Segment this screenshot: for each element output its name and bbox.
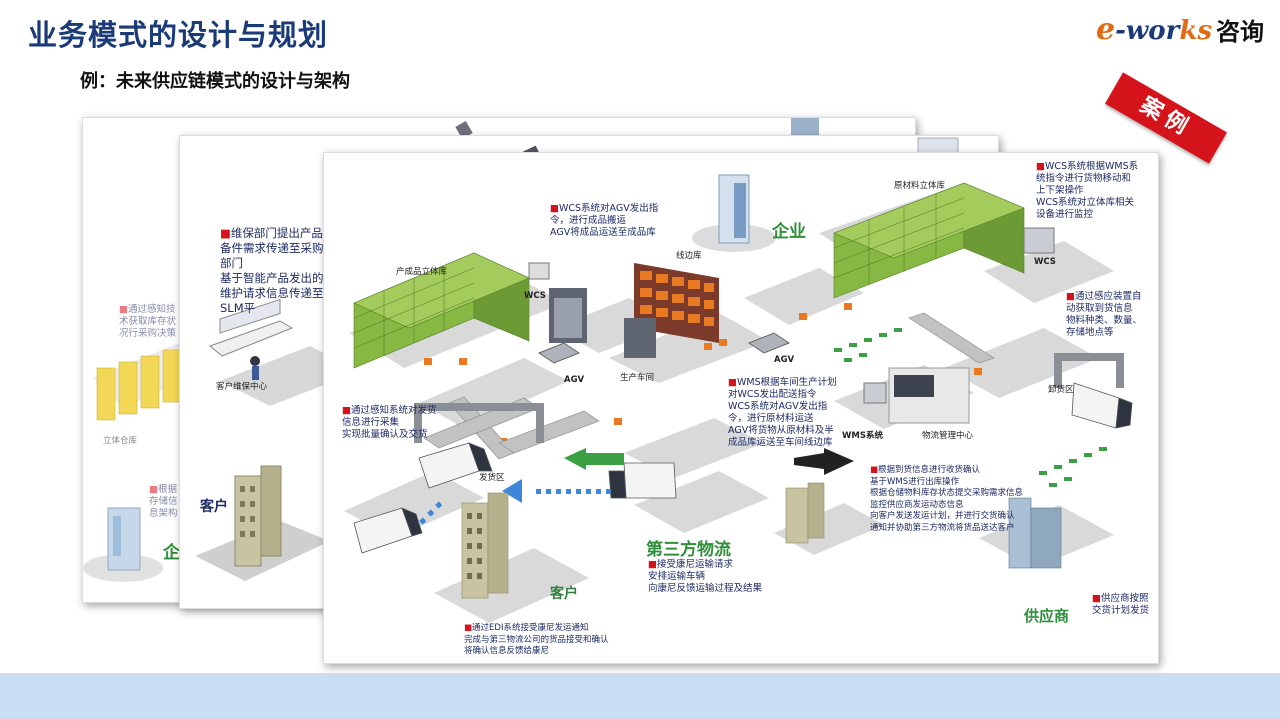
label-agv-2: AGV [774,355,795,365]
note-maintenance: ■维保部门提出产品备件需求传递至采购部门 基于智能产品发出的维护请求信息传递至S… [220,226,324,315]
label-third-party: 第三方物流 [646,540,731,560]
note-perception: ■通过感知系统对发货信息进行采集 实现批量确认及交货 [342,405,437,440]
label-customer: 客户 [550,586,578,602]
note-wcs-agv: ■WCS系统对AGV发出指令，进行成品搬运 AGV将成品运送至成品库 [550,203,659,238]
page-subtitle: 例：未来供应链模式的设计与架构 [80,71,350,92]
diagram-card-front: 产成品立体库 WCS 线边库 企业 原材料立体库 WCS AGV AGV 生产车… [323,152,1159,664]
label-dispatch: 发货区 [479,473,505,483]
label-customer: 客户 [200,499,228,515]
label-agv-1: AGV [564,375,585,385]
label-wms: WMS系统 [842,431,883,441]
note-top-left: ■通过感知技术获取库存状况行采购决策 [119,304,177,339]
logo-cn: 咨询 [1216,17,1264,46]
note-sensing: ■通过感应装置自动获取到货信息 物料种类、数量、存储地点等 [1066,291,1143,338]
label-warehouse: 立体仓库 [103,436,138,446]
case-ribbon: 案例 [1105,72,1227,164]
card3-illustration [344,174,1133,623]
note-receive: ■根据到货信息进行收货确认 基于WMS进行出库操作 根据仓储物料库存状态提交采购… [870,465,1024,533]
label-raw-warehouse: 原材料立体库 [894,181,946,191]
page-title: 业务模式的设计与规划 [28,18,329,52]
label-line-storage: 线边库 [676,251,702,261]
label-unload: 卸货区 [1048,385,1074,395]
label-wcs: WCS [524,291,546,301]
label-wcs-2: WCS [1034,257,1056,267]
note-tpl: ■接受康尼运输请求 安排运输车辆 向康尼反馈运输过程及结果 [648,559,763,594]
note-bottom-left: ■根据存储信息架构 [149,484,178,519]
footer-band [0,673,1280,719]
note-supplier: ■供应商按照交货计划发货 [1092,593,1150,616]
eworks-logo: e-works 咨询 [1096,11,1264,47]
label-logistics-center: 物流管理中心 [922,431,974,441]
label-enterprise: 企业 [772,222,806,242]
note-wms-plan: ■WMS根据车间生产计划对WCS发出配送指令 WCS系统对AGV发出指令，进行原… [728,377,837,448]
label-supplier: 供应商 [1024,607,1070,625]
label-enterprise: 企 [163,543,180,563]
label-workshop: 生产车间 [620,373,655,383]
note-wcs-wms: ■WCS系统根据WMS系统指令进行货物移动和上下架操作 WCS系统对立体库相关设… [1036,161,1139,220]
note-customer: ■通过EDI系统接受康尼发运通知 完成与第三物流公司的货品接受和确认 将确认信息… [464,623,609,656]
logo-brand: e-works [1096,11,1212,47]
label-customer-service: 客户维保中心 [216,382,268,392]
label-product-warehouse: 产成品立体库 [396,267,448,277]
